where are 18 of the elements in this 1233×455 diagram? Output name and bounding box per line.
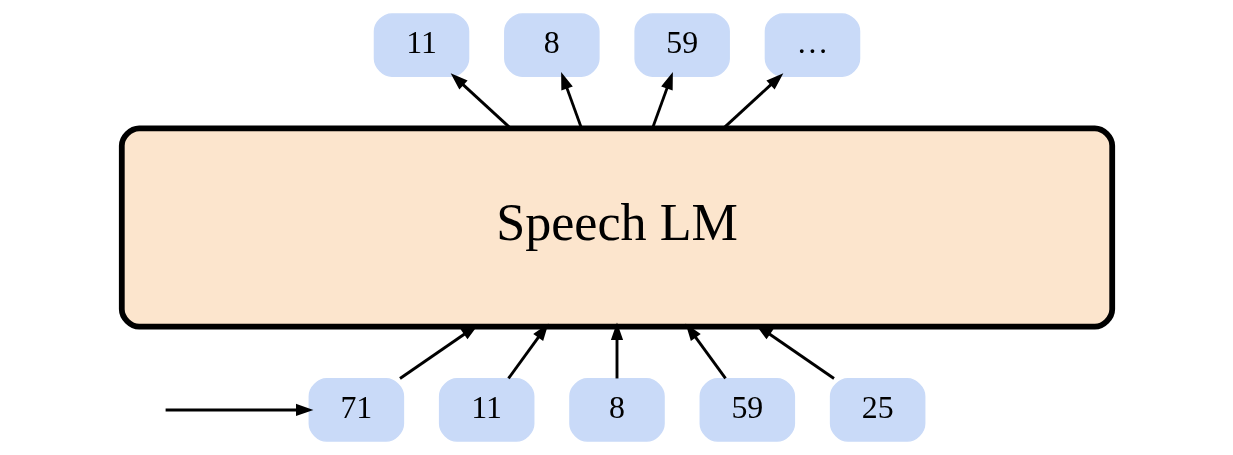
node-box: … (764, 13, 860, 77)
node-box: 25 (829, 378, 925, 442)
node-box: Speech LM (118, 125, 1115, 330)
node-box: 11 (373, 13, 469, 77)
arrow (685, 323, 727, 380)
node-box: 59 (699, 378, 795, 442)
arrow (450, 73, 511, 129)
node-box: 11 (438, 378, 534, 442)
arrow (165, 403, 313, 417)
arrow (650, 72, 673, 129)
arrow (506, 323, 548, 380)
arrow (560, 72, 583, 129)
arrow (610, 322, 623, 379)
arrow (722, 73, 783, 129)
node-box: 8 (568, 378, 665, 442)
node-box: 71 (308, 378, 404, 442)
node-box: 59 (633, 13, 730, 77)
node-box: 8 (503, 13, 600, 77)
